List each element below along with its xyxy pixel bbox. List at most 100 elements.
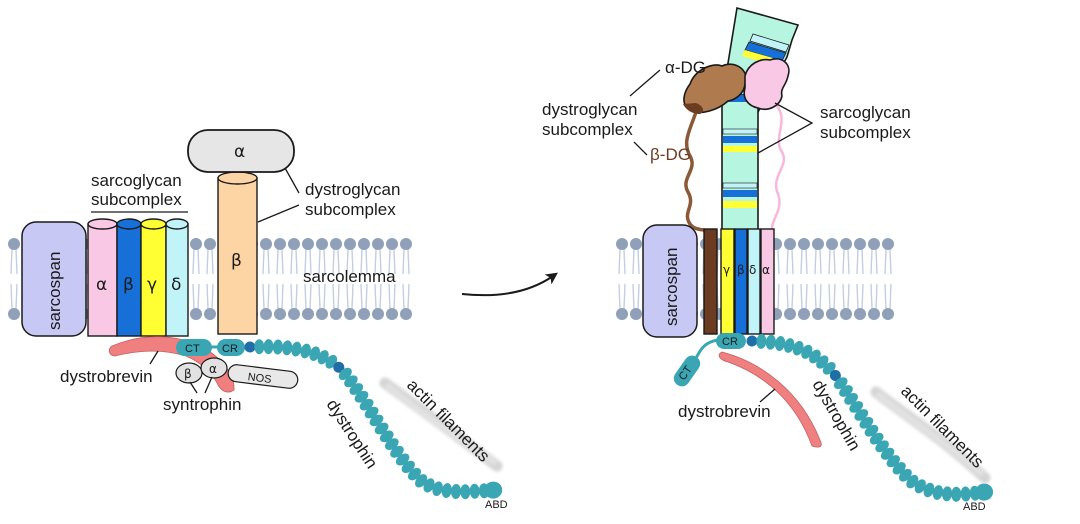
lipid-tail [192, 283, 200, 310]
sarcoglycan-beta-left [116, 218, 142, 337]
dystrophin-repeat [942, 486, 953, 502]
abd-label-right: ABD [963, 501, 986, 513]
lipid-tail [276, 283, 284, 310]
sarcoglycan-peanut-right [743, 58, 790, 111]
cr-domain-left [217, 339, 245, 356]
sg-gamma-label-left: γ [147, 275, 157, 295]
lipid-tail [374, 248, 382, 275]
lipid-tail [632, 248, 640, 275]
nos-label-left: NOS [247, 371, 272, 386]
dystrophin-repeat [844, 393, 858, 405]
actin-filaments-left [379, 377, 503, 472]
lipid-tail [318, 248, 326, 275]
lipid-tail [856, 283, 864, 310]
lipid-tail [786, 248, 794, 275]
lipid-tail [870, 283, 878, 310]
lipid-head [302, 238, 314, 250]
lipid-head [204, 308, 216, 320]
lipid-tail [870, 248, 878, 275]
lipid-head [784, 308, 796, 320]
dystrobrevin-right [718, 351, 822, 448]
syntrophin-leader-left [189, 376, 213, 394]
sarcoglycan-label-line2-right: subcomplex [820, 123, 911, 142]
dystrophin-hinge [829, 370, 841, 381]
syntrophin-alpha-label-left: α [209, 362, 217, 376]
sarcoglycan-delta-right [747, 228, 761, 335]
dystroglycan-label-line2-left: subcomplex [305, 200, 396, 219]
beta-dg-label-left: β [231, 251, 242, 271]
cr-domain-right [716, 333, 746, 349]
actin-filaments-right [870, 386, 991, 484]
syntrophin-beta-label-left: β [184, 367, 192, 381]
lipid-tail [262, 248, 270, 275]
dystrophin-repeat [374, 422, 389, 435]
lipid-tail [856, 248, 864, 275]
dystrophin-repeat [932, 485, 944, 500]
lipid-head [868, 308, 880, 320]
lipid-tail [388, 248, 396, 275]
cr-label-left: CR [222, 343, 238, 355]
lipid-tail [884, 248, 892, 275]
sg-alpha-label-right: α [762, 263, 770, 277]
lipid-head [288, 308, 300, 320]
dystrophin-repeat [792, 340, 804, 356]
lipid-head [630, 308, 642, 320]
dystroglycan-label-line1-left: dystroglycan [305, 180, 400, 199]
dystrophin-hinge [244, 341, 256, 353]
lipid-tail [290, 248, 298, 275]
sg-beta-label-left: β [123, 275, 134, 295]
dystrophin-repeat [469, 483, 480, 499]
dystrophin-repeat [914, 479, 926, 494]
dystrophin-chain-right [746, 333, 994, 502]
actin-binding-domain [484, 481, 503, 499]
lipid-tail [10, 248, 18, 275]
lipid-head [854, 238, 866, 250]
dystrophin-repeat [775, 336, 786, 351]
dystrobrevin-label-right: dystrobrevin [678, 402, 771, 421]
lipid-tail [360, 283, 368, 310]
lipid-head [386, 308, 398, 320]
dystrophin-repeat [300, 343, 311, 359]
dystrophin-repeat [960, 486, 971, 502]
actin-filaments-label-left: actin filaments [403, 375, 493, 465]
dystrophin-repeat [344, 375, 358, 388]
lipid-head [190, 308, 202, 320]
dystrophin-repeat [390, 445, 404, 458]
lipid-head [274, 308, 286, 320]
dystrophin-repeat [450, 484, 462, 499]
dystroglycan-leader-left [257, 167, 300, 223]
sarcospan-label-left: sarcospan [45, 252, 64, 330]
lipid-head [840, 238, 852, 250]
dystrophin-repeat [849, 401, 864, 413]
lipid-tail [632, 283, 640, 310]
cr-label-right: CR [722, 336, 738, 348]
dystrophin-repeat [282, 340, 293, 356]
lipid-tail [262, 283, 270, 310]
lipid-head [616, 238, 628, 250]
dystrophin-repeat [869, 432, 884, 445]
lipid-tail [618, 248, 626, 275]
beta-dg-label-right: β-DG [650, 145, 691, 164]
dystrophin-repeat [756, 333, 767, 349]
lipid-head [260, 308, 272, 320]
lipid-head [812, 238, 824, 250]
dystrophin-repeat [801, 344, 813, 359]
lipid-tail [304, 283, 312, 310]
sg-alpha-label-left: α [96, 275, 107, 295]
lipid-tail [192, 248, 200, 275]
lipid-head [868, 238, 880, 250]
dystrophin-repeat [864, 424, 879, 437]
dystrophin-repeat [951, 486, 962, 502]
left-panel: actin filaments sarcospan sarcoglycan su… [21, 129, 508, 511]
dystrophin-repeat [359, 398, 374, 411]
lipid-tail [360, 248, 368, 275]
alpha-dg-label-left: α [234, 142, 245, 162]
lipid-head [358, 238, 370, 250]
sarcoglycan-beta-right [734, 228, 748, 335]
dystrophin-repeat [906, 474, 919, 489]
dystrophin-repeat [854, 409, 869, 421]
sarcospan-left [21, 221, 87, 337]
lipid-head [882, 238, 894, 250]
dystroglycan-leader-right [629, 69, 661, 156]
lipid-head [344, 308, 356, 320]
